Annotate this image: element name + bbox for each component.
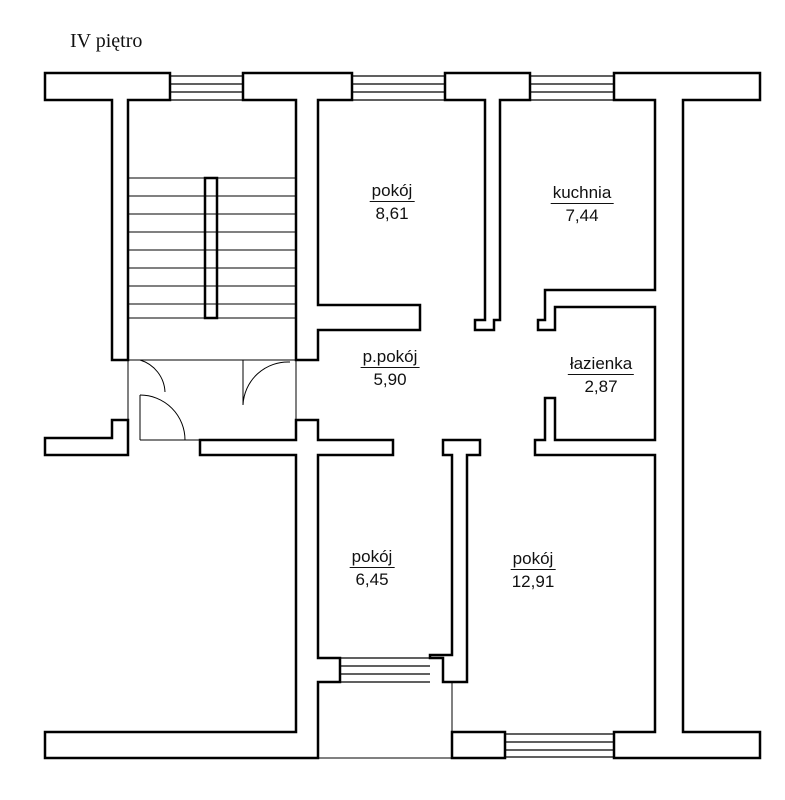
room-name: pokój — [510, 549, 556, 570]
room-area: 6,45 — [355, 570, 389, 589]
room-name: pokój — [349, 547, 395, 568]
window-kitchen — [530, 75, 614, 101]
room-name: łazienka — [567, 354, 635, 375]
window-stair — [170, 75, 243, 101]
window-room-2 — [340, 657, 430, 683]
staircase — [128, 177, 296, 319]
window-room-1 — [352, 75, 445, 101]
room-label-room-2: pokój 6,45 — [349, 547, 395, 589]
room-label-room-1: pokój 8,61 — [369, 181, 415, 223]
exterior-walls — [43, 71, 762, 760]
room-area: 5,90 — [373, 370, 407, 389]
room-name: kuchnia — [550, 183, 614, 204]
room-label-hallway: p.pokój 5,90 — [360, 347, 420, 389]
room-name: p.pokój — [360, 347, 420, 368]
room-area: 2,87 — [584, 377, 618, 396]
windows — [170, 75, 614, 758]
room-label-kitchen: kuchnia 7,44 — [550, 183, 614, 225]
room-area: 12,91 — [511, 572, 555, 591]
room-label-room-3: pokój 12,91 — [510, 549, 556, 591]
room-area: 8,61 — [375, 204, 409, 223]
room-label-bathroom: łazienka 2,87 — [567, 354, 635, 396]
floor-title: IV piętro — [70, 30, 143, 52]
doors — [127, 359, 453, 759]
room-area: 7,44 — [565, 206, 599, 225]
window-room-3 — [505, 733, 614, 758]
room-name: pokój — [369, 181, 415, 202]
